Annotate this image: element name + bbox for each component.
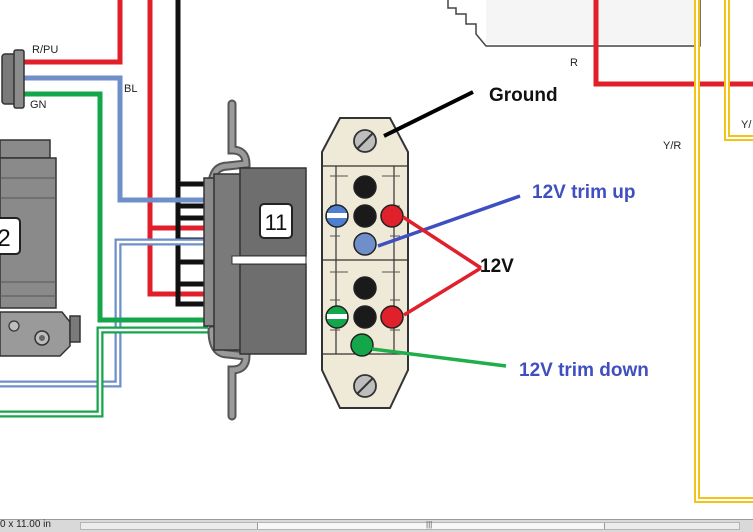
motor-number-box bbox=[0, 217, 21, 255]
pin-green bbox=[350, 333, 374, 357]
pin-black-2 bbox=[353, 204, 377, 228]
pin-red-1 bbox=[380, 204, 404, 228]
wire-blue-bl bbox=[14, 75, 208, 203]
horizontal-scrollbar[interactable]: ||| bbox=[80, 520, 740, 530]
wire-yellow-right-outer-core bbox=[696, 0, 753, 501]
wire-blue-double-core bbox=[0, 240, 208, 386]
twelve-v-pointer-upper bbox=[402, 215, 482, 270]
trim-up-pointer-line bbox=[377, 194, 521, 248]
wire-yellow-right-inner-core bbox=[726, 0, 753, 139]
wire-red-vertical-a bbox=[147, 0, 208, 297]
label-gn: GN bbox=[30, 99, 47, 111]
connector-number: 11 bbox=[265, 210, 288, 235]
trim-down-pointer-line bbox=[371, 347, 507, 368]
housing-shading bbox=[486, 0, 700, 44]
wire-green-gn bbox=[14, 91, 208, 323]
page-size-readout: 0 x 11.00 in bbox=[0, 519, 51, 530]
annotation-ground: Ground bbox=[489, 85, 558, 106]
pin-blue bbox=[353, 232, 377, 256]
wire-red-upper bbox=[14, 0, 123, 65]
connector-number-box bbox=[259, 203, 293, 239]
annotation-twelve-v: 12V bbox=[480, 256, 514, 277]
pin-black-3 bbox=[353, 276, 377, 300]
connector-11 bbox=[203, 99, 307, 421]
wire-green-double-core bbox=[0, 328, 208, 416]
pin-black-4 bbox=[353, 305, 377, 329]
wire-red-right bbox=[593, 0, 753, 87]
label-r-pu: R/PU bbox=[32, 44, 58, 56]
wiring-diagram: 2 R/PU BL GN R Y/R Y/ 11 bbox=[0, 0, 753, 503]
twelve-v-pointer-lower bbox=[403, 266, 482, 317]
motor-number: 2 bbox=[0, 225, 11, 252]
wire-black-vertical bbox=[175, 0, 208, 307]
plug-face bbox=[321, 117, 409, 409]
status-bar: 0 x 11.00 in ||| bbox=[0, 519, 753, 532]
pins bbox=[325, 175, 404, 357]
pin-red-2 bbox=[380, 305, 404, 329]
scrollbar-grip-icon: ||| bbox=[426, 520, 433, 529]
left-plug-cap bbox=[13, 49, 25, 109]
scrollbar-thumb[interactable]: ||| bbox=[257, 520, 605, 529]
annotation-trim-up: 12V trim up bbox=[532, 182, 635, 203]
label-y-r: Y/R bbox=[663, 140, 681, 152]
annotation-trim-down: 12V trim down bbox=[519, 360, 649, 381]
wire-yellow-right-inner bbox=[724, 0, 753, 141]
pin-black-1 bbox=[353, 175, 377, 199]
ground-pointer-line bbox=[383, 90, 474, 138]
label-y-partial: Y/ bbox=[741, 119, 752, 131]
label-r: R bbox=[570, 57, 578, 69]
label-bl: BL bbox=[124, 83, 137, 95]
